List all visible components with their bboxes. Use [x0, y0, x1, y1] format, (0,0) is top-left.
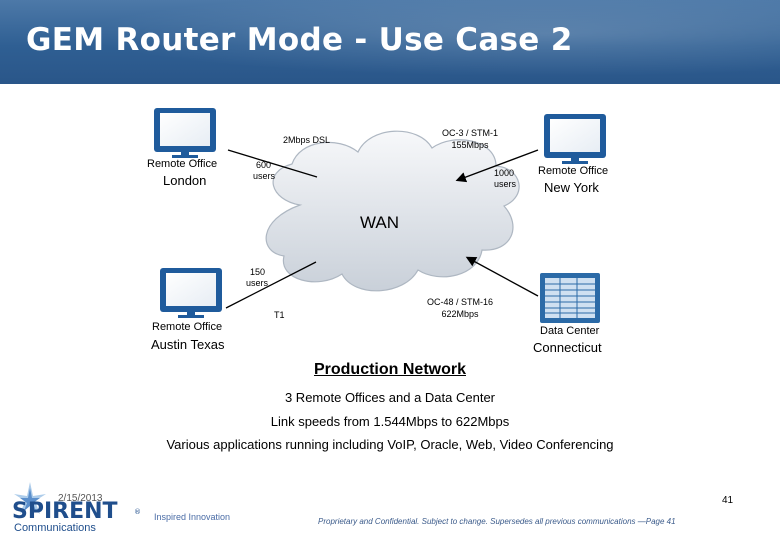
monitor-icon-new-york [544, 114, 606, 164]
link-label-data-center-line2: 622Mbps [441, 309, 479, 319]
site-label-austin-line1: Remote Office [152, 321, 223, 333]
link-new-york [455, 149, 539, 183]
users-count-austin: 150 [250, 267, 266, 277]
site-label-london-line2: London [163, 173, 207, 188]
link-label-austin: T1 [274, 310, 285, 320]
link-austin [225, 261, 317, 309]
link-label-data-center-line1: OC-48 / STM-16 [426, 297, 493, 307]
server-rack-icon [540, 273, 600, 323]
monitor-icon-austin [160, 268, 222, 318]
footer-disclaimer: Proprietary and Confidential. Subject to… [318, 517, 676, 526]
link-data-center [465, 256, 539, 297]
slide-title: GEM Router Mode - Use Case 2 [26, 22, 573, 58]
logo-tagline: Inspired Innovation [154, 512, 231, 522]
users-word-london: users [253, 171, 276, 181]
svg-text:Communications: Communications [14, 522, 96, 534]
users-count-new-york: 1000 [494, 168, 515, 178]
users-word-austin: users [246, 278, 269, 288]
title-bar: GEM Router Mode - Use Case 2 [0, 0, 780, 84]
site-label-data-center-line2: Connecticut [533, 340, 602, 355]
summary-line-1: 3 Remote Offices and a Data Center [284, 390, 496, 405]
site-label-new-york-line2: New York [544, 180, 599, 195]
link-label-london: 2Mbps DSL [283, 135, 331, 145]
production-network-heading: Production Network [313, 361, 466, 378]
site-label-austin-line2: Austin Texas [151, 337, 225, 352]
site-label-london-line1: Remote Office [147, 158, 218, 170]
wan-cloud [265, 130, 520, 292]
page-number: 41 [722, 495, 734, 506]
link-label-new-york-line1: OC-3 / STM-1 [441, 128, 498, 138]
summary-line-3: Various applications running including V… [166, 437, 614, 452]
site-label-new-york-line1: Remote Office [538, 165, 609, 177]
link-label-new-york-line2: 155Mbps [451, 140, 489, 150]
monitor-icon-london [154, 108, 216, 158]
link-london [227, 149, 318, 178]
svg-text:®: ® [134, 508, 141, 516]
title-bar-shine [0, 0, 780, 84]
network-diagram [154, 108, 606, 323]
site-label-data-center-line1: Data Center [540, 325, 600, 337]
spirent-logo: SPIRENT ® Communications [12, 482, 141, 534]
svg-text:SPIRENT: SPIRENT [12, 499, 118, 524]
spirent-star-icon [14, 482, 46, 514]
summary-line-2: Link speeds from 1.544Mbps to 622Mbps [270, 414, 510, 429]
users-count-london: 600 [256, 160, 272, 170]
slide-date: 2/15/2013 [58, 493, 103, 504]
users-word-new-york: users [494, 179, 517, 189]
wan-label: WAN [360, 213, 400, 232]
